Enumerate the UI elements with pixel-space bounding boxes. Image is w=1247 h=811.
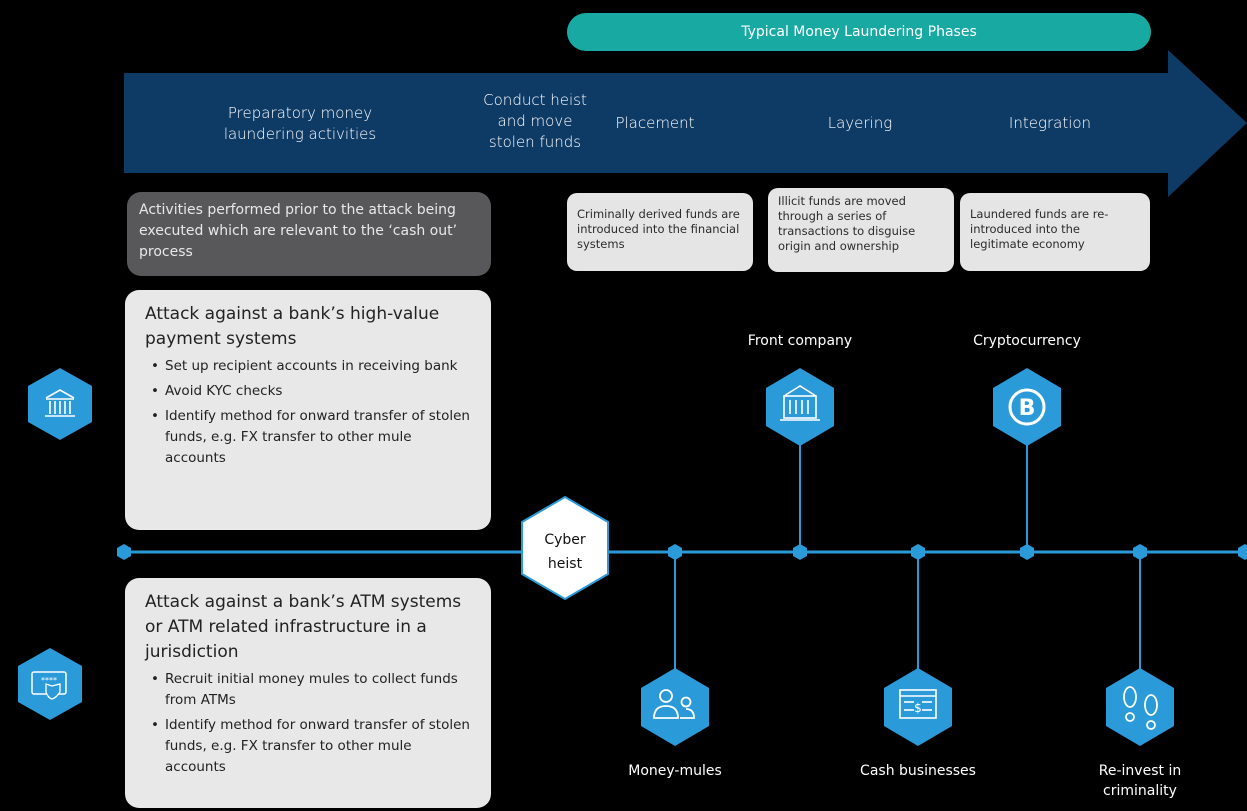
cyber-heist-label: Cyber heist [544, 532, 586, 572]
attack-payment-list: Set up recipient accounts in receiving b… [145, 356, 471, 469]
phase-prep-line-1: Preparatory money [227, 104, 373, 122]
phase-prep: Preparatory money laundering activities [200, 103, 400, 145]
phase-placement: Placement [615, 114, 695, 132]
people-icon [641, 668, 709, 746]
svg-text:$: $ [914, 701, 922, 715]
front-company-label: Front company [747, 333, 853, 349]
timeline-node [1133, 544, 1147, 560]
phases-banner-label: Typical Money Laundering Phases [741, 24, 977, 40]
attack-payment-title: Attack against a bank’s high-value payme… [145, 304, 440, 349]
card-shield-icon: **** [18, 648, 82, 720]
placement-description: Criminally derived funds are introduced … [567, 193, 753, 271]
svg-text:****: **** [41, 676, 57, 685]
timeline-node [911, 544, 925, 560]
phase-heist: Conduct heist and move stolen funds [470, 90, 600, 153]
phase-layering: Layering [827, 114, 893, 132]
timeline-node [1238, 544, 1247, 560]
phase-integration: Integration [1008, 114, 1092, 132]
list-item: Identify method for onward transfer of s… [151, 715, 471, 778]
list-item: Identify method for onward transfer of s… [151, 406, 471, 469]
layering-description: Illicit funds are moved through a series… [768, 188, 954, 272]
footprints-icon [1106, 668, 1174, 746]
list-item: Recruit initial money mules to collect f… [151, 669, 471, 711]
bank-icon [28, 368, 92, 440]
cash-businesses-label: Cash businesses [860, 763, 976, 779]
svg-text:B: B [1019, 396, 1036, 421]
money-mules-label: Money-mules [628, 763, 722, 779]
attack-atm-title: Attack against a bank’s ATM systems or A… [145, 592, 462, 662]
building-icon [766, 368, 834, 446]
prep-description: Activities performed prior to the attack… [127, 192, 491, 276]
attack-payment-systems: Attack against a bank’s high-value payme… [125, 290, 491, 530]
phase-heist-line-1: Conduct heist [483, 91, 587, 109]
timeline-node [117, 544, 131, 560]
timeline-node [668, 544, 682, 560]
timeline-node [793, 544, 807, 560]
cash-register-icon: $ [884, 668, 952, 746]
reinvest-label: Re-invest in criminality [1098, 763, 1182, 799]
list-item: Set up recipient accounts in receiving b… [151, 356, 471, 377]
attack-atm-list: Recruit initial money mules to collect f… [145, 669, 471, 778]
cryptocurrency-label: Cryptocurrency [973, 333, 1081, 349]
phases-banner: Typical Money Laundering Phases [567, 13, 1151, 51]
attack-atm-systems: Attack against a bank’s ATM systems or A… [125, 578, 491, 808]
integration-description: Laundered funds are re-introduced into t… [960, 193, 1150, 271]
cyber-heist-hex [521, 495, 609, 601]
bitcoin-icon: B [993, 368, 1061, 446]
timeline-node [1020, 544, 1034, 560]
phase-heist-line-2: and move [497, 112, 573, 130]
list-item: Avoid KYC checks [151, 381, 471, 402]
phase-prep-line-2: laundering activities [223, 125, 377, 143]
phase-heist-line-3: stolen funds [488, 133, 582, 151]
